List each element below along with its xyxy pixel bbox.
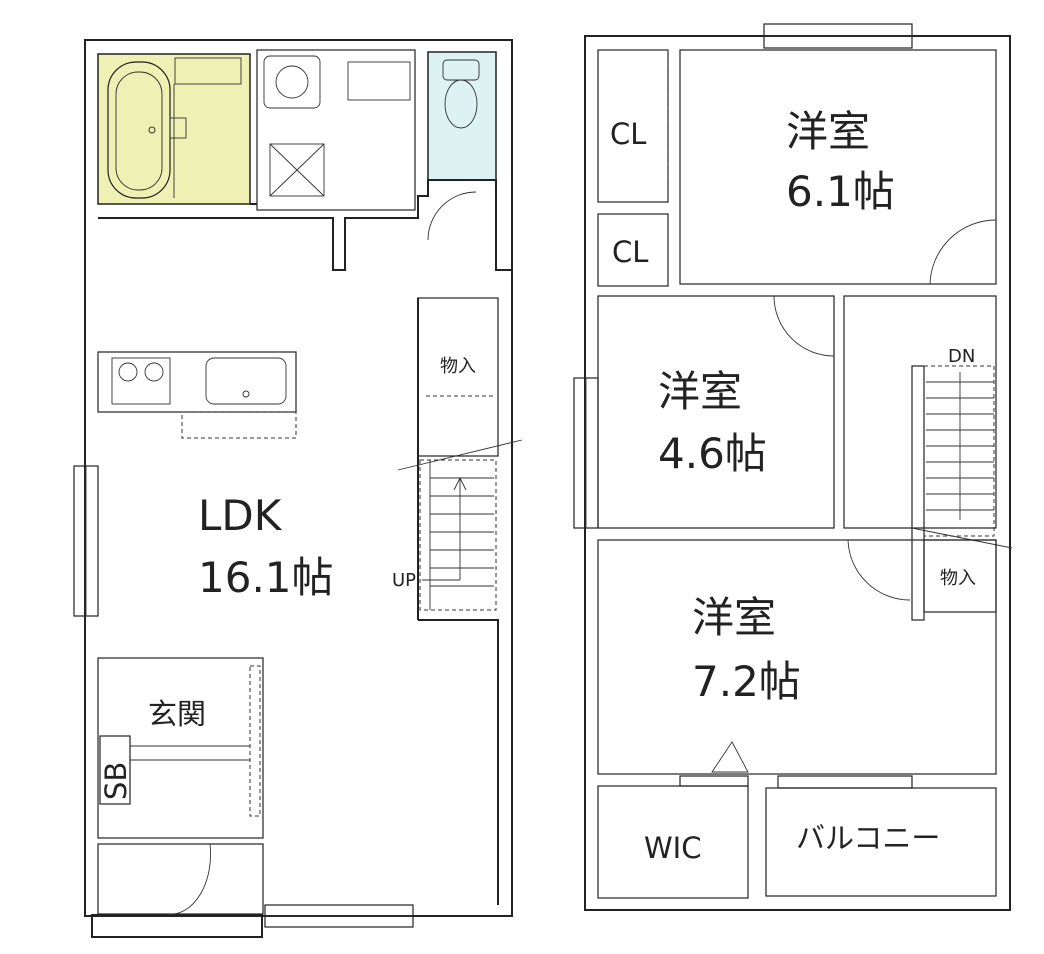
floor-2-plan	[573, 23, 1013, 911]
wic-label: WIC	[644, 831, 701, 865]
floor-1-entrance-step	[91, 914, 263, 938]
kitchen-sink	[205, 357, 287, 405]
room-c-size: 7.2帖	[692, 657, 801, 706]
floor-1-plan	[73, 39, 523, 938]
room-c	[597, 539, 997, 775]
closet-2	[597, 213, 669, 287]
room-b-size: 4.6帖	[658, 429, 767, 478]
stairs-1f	[419, 459, 497, 611]
room-a-door-swing	[929, 219, 997, 285]
kitchen-cabinet	[181, 411, 297, 439]
wash-basin	[347, 61, 411, 101]
room-a-size: 6.1帖	[786, 167, 895, 216]
floor-hatch	[269, 143, 325, 197]
bath-counter	[174, 57, 242, 85]
closet-1-label: CL	[610, 117, 646, 151]
entrance-label: 玄関	[148, 697, 206, 731]
stair-treads-1f	[429, 460, 494, 610]
shoe-box-label: SB	[99, 762, 133, 800]
storage-label-2f: 物入	[940, 568, 976, 589]
kitchen-counter	[97, 351, 297, 413]
storage-room-2f	[923, 539, 997, 613]
stove	[111, 357, 171, 405]
storage-label-1f: 物入	[440, 356, 476, 377]
room-c-door-swing	[847, 539, 911, 601]
room-a	[679, 49, 997, 285]
room-c-label: 洋室	[692, 593, 776, 642]
room-b-door-swing	[773, 295, 835, 357]
stair-down-label: DN	[948, 346, 975, 367]
room-a-label: 洋室	[786, 107, 870, 156]
stair-up-label: UP	[392, 570, 416, 591]
toilet-bowl	[444, 79, 478, 129]
walk-in-closet	[597, 785, 749, 899]
drain-icon	[148, 126, 156, 134]
room-b-label: 洋室	[658, 367, 742, 416]
shoe-box	[99, 735, 131, 805]
toilet-room	[427, 51, 497, 181]
stairs-2f	[923, 365, 995, 537]
toilet-door-swing	[427, 191, 477, 241]
ldk-size: 16.1帖	[198, 553, 334, 602]
entrance-floor	[97, 843, 264, 915]
bath-faucet	[169, 117, 187, 139]
entrance-door-swing	[167, 843, 211, 915]
washroom	[256, 49, 416, 211]
entrance-hall	[97, 657, 264, 839]
bathtub-inner	[115, 71, 163, 191]
washing-machine	[263, 55, 321, 109]
closet-1	[597, 49, 669, 203]
hall-2f	[843, 295, 997, 529]
ldk-label: LDK	[198, 491, 283, 540]
balcony-label: バルコニー	[796, 821, 940, 855]
closet-2-label: CL	[612, 235, 648, 269]
storage-room-1f	[417, 297, 499, 457]
